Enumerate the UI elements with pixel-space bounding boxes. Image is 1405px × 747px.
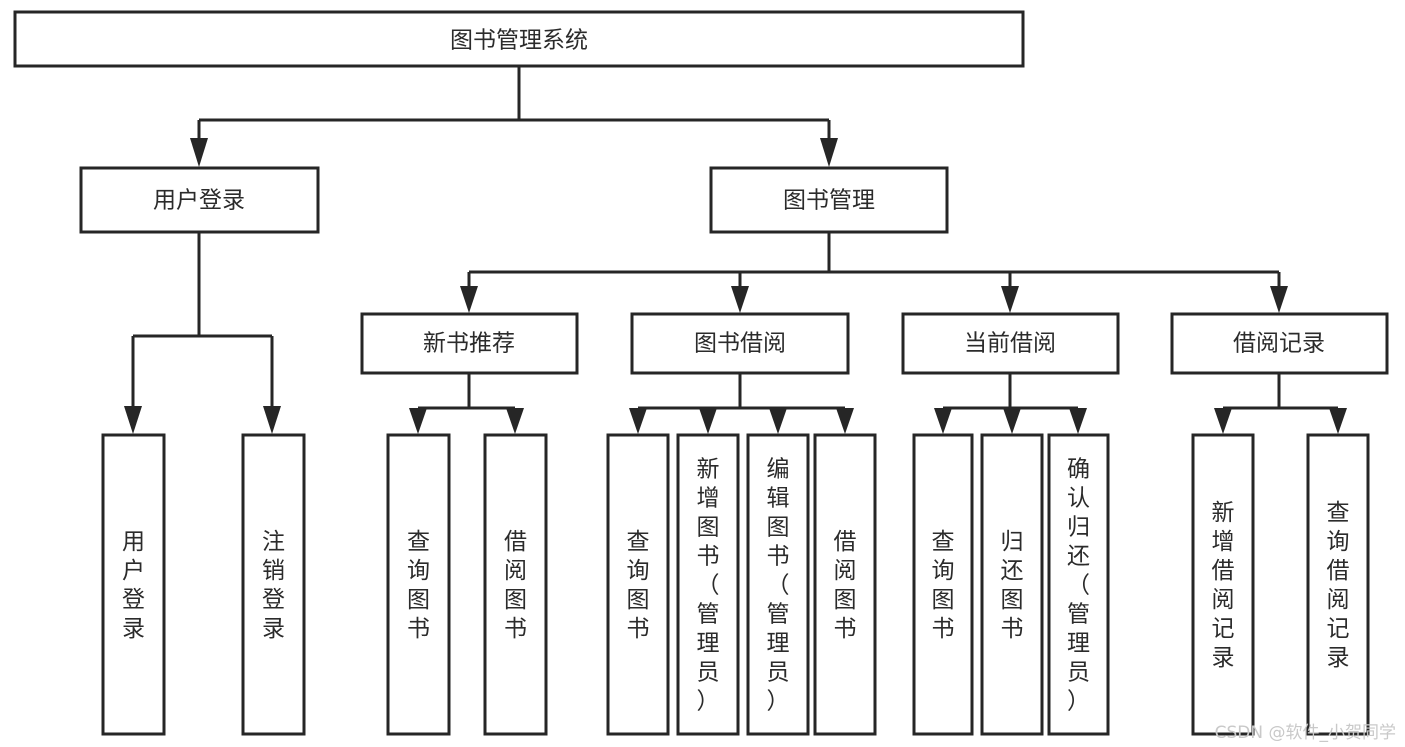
node-leaf-query-borrow-record-box[interactable] (1306, 433, 1370, 736)
node-leaf-confirm-return-admin-box[interactable] (1047, 433, 1110, 736)
node-leaf-borrow-book-2[interactable]: 借阅图书 (813, 433, 877, 736)
node-leaf-user-login-label: 用户登录 (122, 529, 145, 642)
node-leaf-borrow-book-1-label: 借阅图书 (504, 529, 527, 642)
node-book-borrow-label: 图书借阅 (694, 331, 786, 357)
arrow-head-leaf-user-login (124, 406, 142, 434)
arrow-head-leaf-add-borrow-record (1214, 408, 1232, 434)
node-leaf-add-borrow-record-box[interactable] (1191, 433, 1255, 736)
arrow-head-borrow-record (1270, 286, 1288, 313)
node-borrow-record-box[interactable] (1170, 312, 1389, 375)
node-book-manage-label: 图书管理 (783, 188, 875, 214)
node-leaf-query-book-3[interactable]: 查询图书 (912, 433, 974, 736)
node-leaf-edit-book-admin-label: 编辑图书（管理员） (767, 457, 790, 715)
node-leaf-add-borrow-record[interactable]: 新增借阅记录 (1191, 433, 1255, 736)
arrow-head-user-login (190, 138, 208, 167)
node-leaf-logout-label: 注销登录 (262, 529, 285, 642)
node-leaf-query-book-2-label: 查询图书 (627, 529, 650, 642)
node-book-borrow[interactable]: 图书借阅 (630, 312, 850, 375)
arrow-head-book-borrow (731, 286, 749, 313)
node-leaf-confirm-return-admin[interactable]: 确认归还（管理员） (1047, 433, 1110, 736)
node-leaf-query-borrow-record[interactable]: 查询借阅记录 (1306, 433, 1370, 736)
arrow-head-leaf-borrow-book-2 (836, 408, 854, 434)
node-leaf-confirm-return-admin-label: 确认归还（管理员） (1067, 457, 1090, 715)
node-leaf-query-book-1[interactable]: 查询图书 (386, 433, 451, 736)
node-leaf-logout-box[interactable] (241, 433, 306, 736)
node-leaf-query-book-2-box[interactable] (606, 433, 670, 736)
node-leaf-query-book-2[interactable]: 查询图书 (606, 433, 670, 736)
arrow-head-leaf-logout (263, 406, 281, 434)
node-book-borrow-box[interactable] (630, 312, 850, 375)
csdn-watermark: CSDN @软件_小贺同学 (1215, 723, 1396, 743)
arrow-head-leaf-query-book-2 (629, 408, 647, 434)
node-leaf-borrow-book-1[interactable]: 借阅图书 (483, 433, 548, 736)
node-leaf-return-book-label: 归还图书 (1001, 529, 1024, 642)
node-leaf-logout[interactable]: 注销登录 (241, 433, 306, 736)
node-leaf-borrow-book-2-box[interactable] (813, 433, 877, 736)
node-leaf-add-book-admin-label: 新增图书（管理员） (697, 457, 720, 715)
arrow-head-leaf-query-book-1 (409, 408, 427, 434)
node-leaf-user-login[interactable]: 用户登录 (101, 433, 166, 736)
node-current-borrow-box[interactable] (901, 312, 1120, 375)
arrow-head-leaf-return-book (1003, 408, 1021, 434)
node-leaf-query-book-3-label: 查询图书 (932, 529, 955, 642)
node-leaf-add-borrow-record-label: 新增借阅记录 (1212, 500, 1235, 671)
node-leaf-add-book-admin-box[interactable] (676, 433, 740, 736)
node-root[interactable]: 图书管理系统 (13, 10, 1025, 68)
node-leaf-return-book-box[interactable] (980, 433, 1044, 736)
node-root-box[interactable] (13, 10, 1025, 68)
node-leaf-borrow-book-1-box[interactable] (483, 433, 548, 736)
node-new-book-recommend-box[interactable] (360, 312, 579, 375)
node-book-manage-box[interactable] (709, 166, 949, 234)
node-borrow-record[interactable]: 借阅记录 (1170, 312, 1389, 375)
arrow-head-current-borrow (1001, 286, 1019, 313)
connector-layer (124, 66, 1347, 434)
node-leaf-borrow-book-2-label: 借阅图书 (834, 529, 857, 642)
node-current-borrow[interactable]: 当前借阅 (901, 312, 1120, 375)
node-leaf-return-book[interactable]: 归还图书 (980, 433, 1044, 736)
arrow-head-leaf-borrow-book-1 (506, 408, 524, 434)
node-user-login-box[interactable] (79, 166, 320, 234)
node-user-login[interactable]: 用户登录 (79, 166, 320, 234)
node-leaf-add-book-admin[interactable]: 新增图书（管理员） (676, 433, 740, 736)
node-leaf-query-book-1-box[interactable] (386, 433, 451, 736)
arrow-head-leaf-query-borrow-record (1329, 408, 1347, 434)
node-leaf-query-book-3-box[interactable] (912, 433, 974, 736)
arrow-head-book-manage (820, 138, 838, 167)
node-current-borrow-label: 当前借阅 (964, 331, 1056, 357)
arrow-head-leaf-confirm-return-admin (1069, 408, 1087, 434)
node-leaf-edit-book-admin-box[interactable] (746, 433, 810, 736)
arrow-head-leaf-edit-book-admin (769, 408, 787, 434)
node-leaf-edit-book-admin[interactable]: 编辑图书（管理员） (746, 433, 810, 736)
arrow-head-new-book-recommend (460, 286, 478, 313)
node-leaf-query-book-1-label: 查询图书 (407, 529, 430, 642)
node-book-manage[interactable]: 图书管理 (709, 166, 949, 234)
node-leaf-user-login-box[interactable] (101, 433, 166, 736)
node-new-book-recommend[interactable]: 新书推荐 (360, 312, 579, 375)
node-new-book-recommend-label: 新书推荐 (423, 331, 515, 357)
node-user-login-label: 用户登录 (153, 188, 245, 214)
arrow-head-leaf-query-book-3 (934, 408, 952, 434)
node-leaf-query-borrow-record-label: 查询借阅记录 (1327, 500, 1350, 671)
node-root-label: 图书管理系统 (450, 28, 588, 54)
leaf-node-layer: 用户登录 注销登录 查询图书 借阅图书 查询图书 新增图书（管理员） 编辑图书（管理员） 借阅… (101, 433, 1370, 736)
node-borrow-record-label: 借阅记录 (1233, 331, 1325, 357)
arrow-head-leaf-add-book-admin (699, 408, 717, 434)
